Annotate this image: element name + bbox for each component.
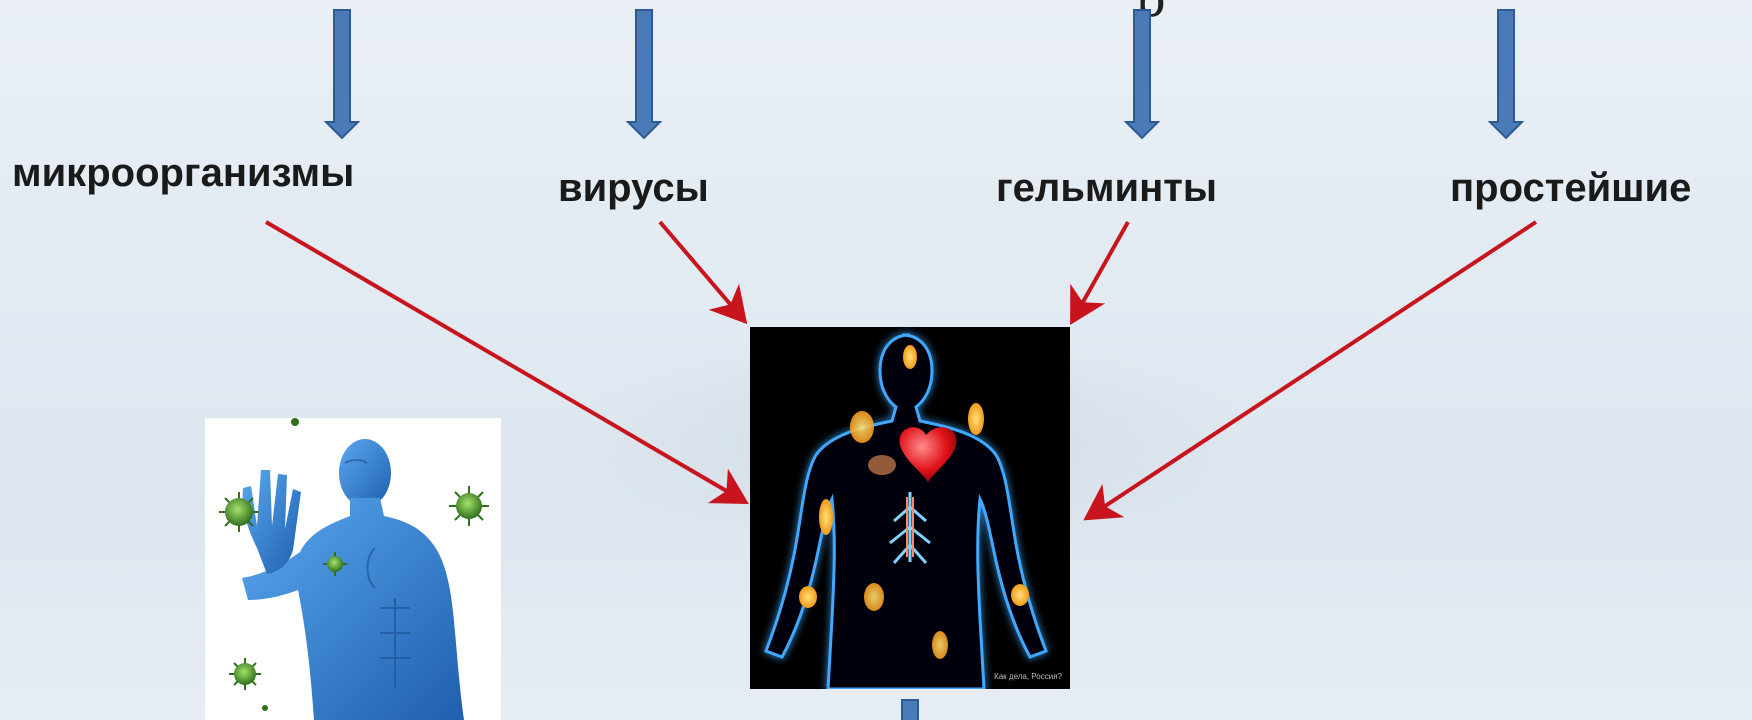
- immunity-figure-image: [205, 418, 501, 720]
- label-helminths: гельминты: [996, 168, 1217, 208]
- image-caption: Как дела, Россия?: [994, 672, 1062, 681]
- label-protozoa: простейшие: [1450, 168, 1691, 208]
- down-arrow-icon-1: [326, 10, 358, 138]
- down-arrow-icon-3: [1126, 10, 1158, 138]
- virus-icon-2: [449, 486, 489, 526]
- down-arrow-icon-4: [1490, 10, 1522, 138]
- human-body-organs-image: Как дела, Россия?: [750, 327, 1070, 689]
- red-arrow-viruses: [660, 222, 742, 318]
- down-arrow-icon-bottom: [902, 700, 918, 720]
- virus-icon-1: [219, 492, 259, 532]
- red-arrow-protozoa: [1090, 222, 1536, 516]
- red-arrow-helminths: [1074, 222, 1128, 318]
- label-viruses: вирусы: [558, 168, 709, 208]
- label-microorganisms: микроорганизмы: [12, 153, 354, 193]
- down-arrow-icon-2: [628, 10, 660, 138]
